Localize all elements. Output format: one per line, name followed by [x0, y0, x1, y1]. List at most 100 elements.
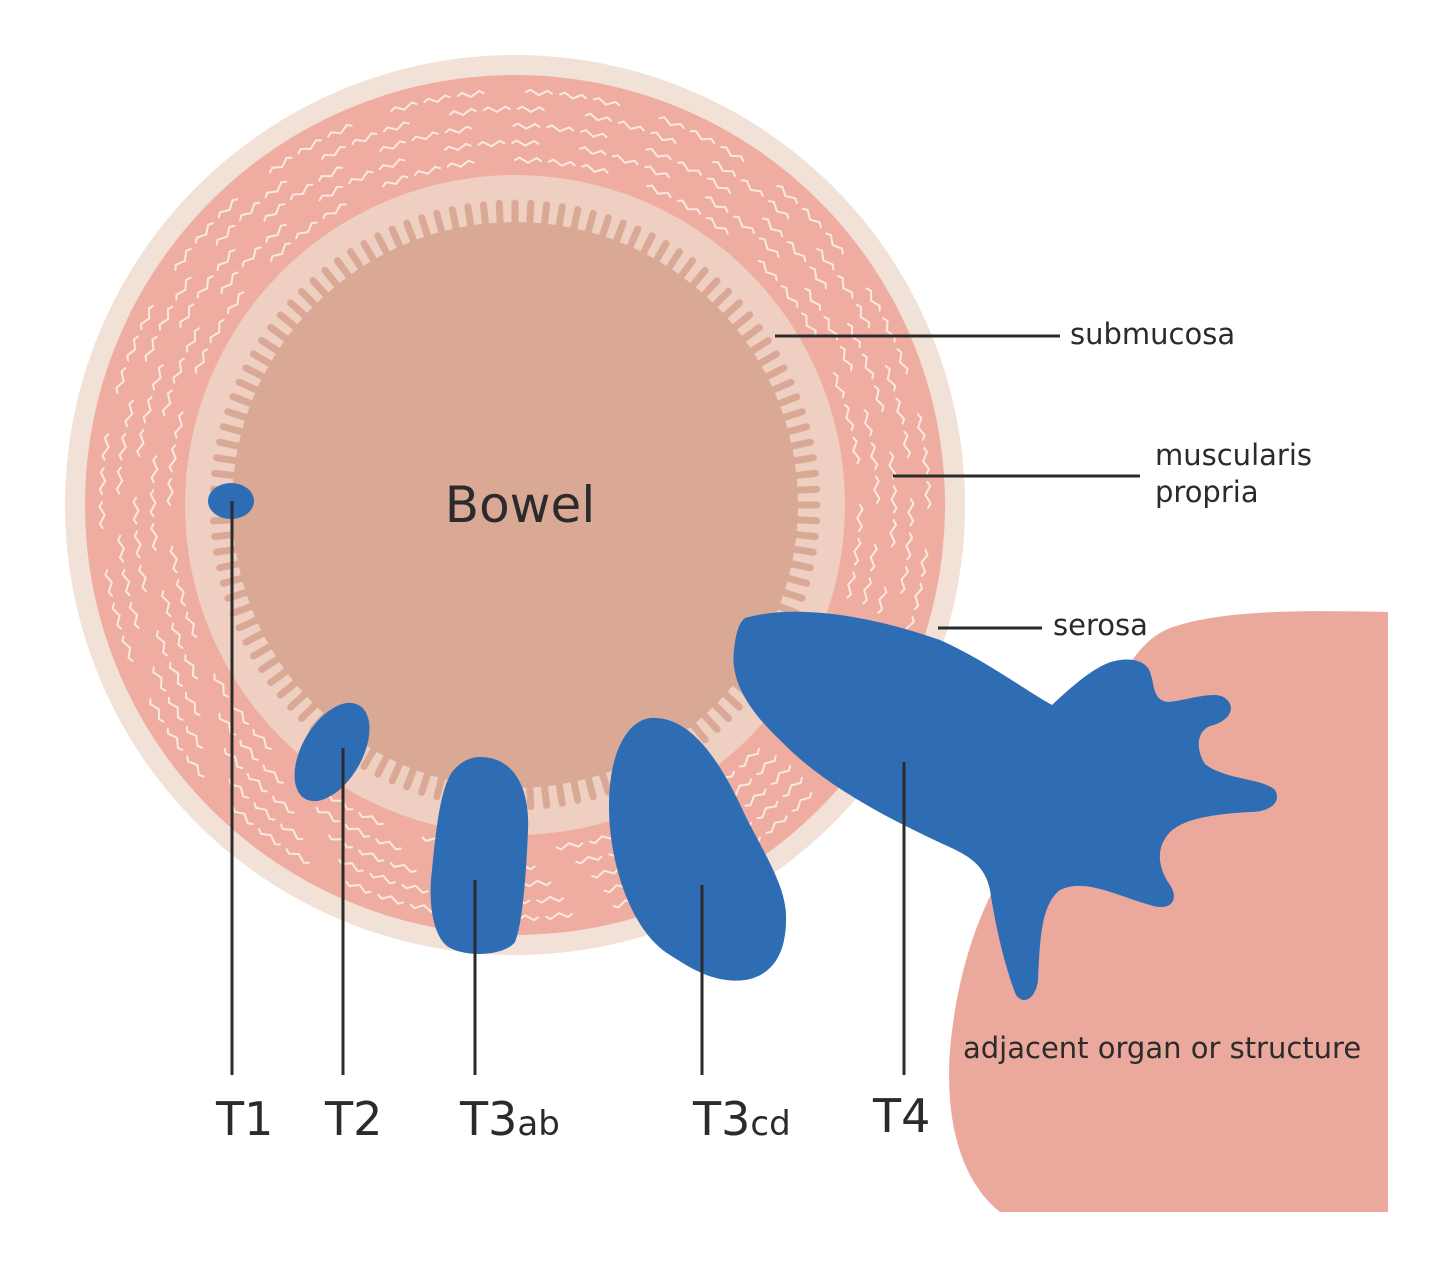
- muscle-fiber: [578, 146, 607, 156]
- muscle-fiber: [223, 747, 244, 770]
- muscle-fiber: [186, 755, 205, 778]
- muscle-fiber: [175, 579, 186, 607]
- muscle-fiber: [617, 120, 645, 132]
- muscle-fiber: [884, 365, 897, 392]
- muscle-fiber: [592, 96, 621, 107]
- muscle-fiber: [241, 246, 262, 268]
- muscle-fiber: [865, 287, 881, 312]
- muscle-fiber: [136, 429, 145, 457]
- muscle-fiber: [166, 478, 174, 506]
- muscle-fiber: [289, 183, 314, 201]
- muscle-fiber: [861, 353, 875, 380]
- muscle-fiber: [196, 275, 214, 299]
- muscle-fiber: [262, 764, 284, 784]
- muscle-fiber: [358, 811, 384, 826]
- muscle-fiber: [216, 249, 236, 271]
- stage-t3cd-sub: cd: [750, 1104, 790, 1144]
- muscle-fiber: [137, 564, 147, 592]
- muscle-fiber: [645, 147, 672, 161]
- muscle-fiber: [161, 389, 173, 417]
- muscle-fiber: [896, 348, 909, 375]
- muscle-fiber: [144, 335, 158, 362]
- muscle-fiber: [139, 304, 155, 331]
- muscle-fiber: [555, 842, 584, 851]
- muscle-fiber: [650, 131, 677, 144]
- muscle-fiber: [265, 223, 287, 243]
- muscle-fiber: [185, 611, 198, 638]
- muscle-fiber: [512, 122, 541, 130]
- muscle-fiber: [800, 312, 817, 337]
- muscle-fiber: [449, 107, 477, 117]
- muscle-fiber: [126, 335, 139, 362]
- stage-t1-label: T1: [215, 1092, 273, 1146]
- muscle-fiber: [575, 855, 603, 865]
- muscle-fiber: [150, 455, 159, 484]
- muscle-fiber: [791, 791, 813, 812]
- adjacent-organ-label: adjacent organ or structure: [963, 1031, 1361, 1065]
- stage-t2-label: T2: [324, 1092, 382, 1146]
- muscle-fiber: [297, 139, 322, 155]
- muscle-fiber: [895, 397, 906, 425]
- tumor-t2: [294, 702, 370, 802]
- muscle-fiber: [839, 345, 853, 372]
- muscle-fiber: [756, 755, 777, 776]
- muscle-fiber: [217, 198, 239, 219]
- muscle-fiber: [318, 166, 343, 182]
- muscle-fiber: [482, 105, 511, 114]
- muscle-fiber: [443, 142, 472, 152]
- muscle-fiber: [401, 883, 429, 894]
- muscle-fiber: [115, 466, 124, 495]
- tumor-t3ab: [430, 757, 529, 954]
- muscle-fiber: [889, 519, 898, 548]
- muscle-fiber: [173, 411, 184, 439]
- muscle-fiber: [581, 163, 609, 174]
- muscle-fiber: [921, 446, 931, 475]
- muscle-fiber: [825, 232, 844, 255]
- muscle-fiber: [920, 549, 929, 577]
- muscle-fiber: [158, 305, 174, 331]
- muscle-fiber: [705, 217, 729, 235]
- muscle-fiber: [782, 776, 803, 798]
- muscle-fiber: [846, 571, 857, 599]
- muscle-fiber: [511, 139, 540, 147]
- muscle-fiber: [676, 161, 702, 176]
- muscle-fiber: [816, 248, 835, 271]
- muscle-fiber: [444, 125, 473, 134]
- muscle-fiber: [905, 532, 914, 561]
- muscle-fiber: [712, 161, 737, 177]
- muscle-fiber: [477, 139, 506, 148]
- muscle-fiber: [168, 696, 184, 721]
- muscle-fiber: [801, 207, 822, 229]
- muscle-fiber: [378, 158, 406, 171]
- muscle-fiber: [762, 217, 784, 238]
- muscle-fiber: [185, 692, 201, 717]
- muscle-fiber: [121, 568, 131, 597]
- muscle-fiber: [258, 828, 281, 846]
- muscle-fiber: [160, 590, 172, 618]
- bowel-lumen: [232, 222, 798, 788]
- muscle-fiber: [327, 124, 353, 138]
- muscle-fiber: [756, 800, 779, 820]
- muscle-fiber: [776, 185, 798, 205]
- muscle-fiber: [852, 436, 861, 465]
- muscle-fiber: [536, 895, 565, 904]
- muscle-fiber: [890, 485, 898, 514]
- tumor-t3cd: [608, 717, 787, 981]
- stage-t3cd-label: T3cd: [692, 1092, 791, 1146]
- muscle-fiber: [195, 222, 215, 244]
- muscle-fiber: [269, 156, 293, 174]
- muscle-fiber: [116, 534, 126, 563]
- muscle-fiber: [227, 291, 245, 315]
- muscle-fiber: [423, 94, 451, 104]
- muscle-fiber: [907, 498, 915, 527]
- muscle-fiber: [870, 442, 879, 470]
- muscle-fiber: [98, 501, 106, 530]
- muscle-fiber: [133, 530, 142, 559]
- muscle-fiber: [344, 824, 371, 838]
- muscle-fiber: [345, 881, 372, 894]
- stage-t3ab-main: T3: [459, 1092, 517, 1146]
- muscle-fiber: [873, 385, 885, 413]
- adjacent-organ: [949, 611, 1388, 1212]
- muscle-fiber: [704, 196, 729, 213]
- muscle-fiber: [516, 105, 545, 113]
